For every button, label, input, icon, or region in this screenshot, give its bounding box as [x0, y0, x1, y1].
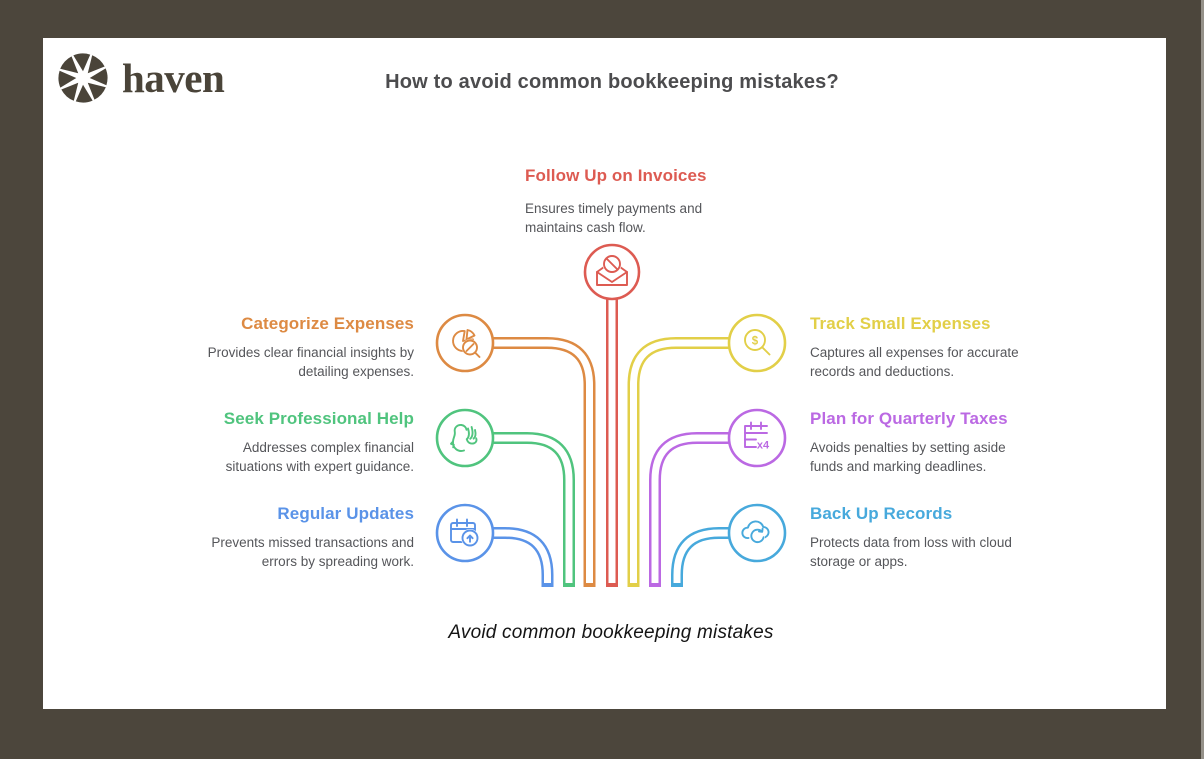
tube-regular-updates: [491, 527, 554, 587]
brand-name: haven: [122, 55, 225, 101]
tube-seek-professional-help: [491, 432, 575, 587]
tube-categorize-expenses: [491, 337, 596, 587]
node-title: Seek Professional Help: [223, 409, 414, 428]
diagram-caption: Avoid common bookkeeping mistakes: [448, 622, 774, 643]
node-description: Captures all expenses for accurate recor…: [810, 345, 1019, 379]
tube-track-small-expenses: [627, 337, 731, 587]
blocked-envelope-icon: [596, 254, 628, 286]
node-description: Provides clear financial insights by det…: [207, 345, 414, 379]
node-plan-quarterly-taxes: Plan for Quarterly Taxes Avoids penaltie…: [810, 409, 1062, 476]
dollar-magnifier-icon: $: [744, 329, 771, 356]
node-categorize-expenses: Categorize Expenses Provides clear finan…: [173, 314, 414, 381]
circle-back-up-records: [727, 503, 787, 563]
node-description: Prevents missed transactions and errors …: [211, 535, 414, 569]
cloud-sync-icon: [741, 520, 770, 545]
svg-text:$: $: [752, 336, 759, 348]
circle-categorize-expenses: [435, 313, 495, 373]
infographic-card: haven How to avoid common bookkeeping mi…: [43, 38, 1166, 709]
node-title: Categorize Expenses: [241, 314, 414, 333]
node-description: Protects data from loss with cloud stora…: [810, 535, 1012, 569]
node-description: Avoids penalties by setting aside funds …: [810, 440, 1006, 474]
calendar-upload-icon: [450, 518, 479, 547]
node-track-small-expenses: Track Small Expenses Captures all expens…: [810, 314, 1062, 381]
svg-text:x4: x4: [757, 440, 770, 452]
node-regular-updates: Regular Updates Prevents missed transact…: [173, 504, 414, 571]
circle-regular-updates: [435, 503, 495, 563]
circle-track-small-expenses: [727, 313, 787, 373]
brand-logo: haven: [57, 52, 225, 104]
circle-plan-quarterly-taxes: [727, 408, 787, 468]
tube-plan-quarterly-taxes: [649, 432, 731, 587]
node-description: Addresses complex financial situations w…: [225, 440, 414, 474]
node-title: Regular Updates: [277, 504, 414, 523]
head-and-hand-icon: [450, 424, 478, 452]
node-title: Plan for Quarterly Taxes: [810, 409, 1008, 428]
calendar-x4-icon: x4: [744, 421, 770, 452]
window-edge: [1201, 0, 1204, 759]
node-back-up-records: Back Up Records Protects data from loss …: [810, 504, 1062, 571]
pie-chart-magnifier-icon: [452, 329, 481, 358]
node-title: Back Up Records: [810, 504, 953, 523]
tube-back-up-records: [671, 527, 731, 587]
page-title: How to avoid common bookkeeping mistakes…: [385, 71, 839, 93]
circle-follow-up-invoices: [583, 243, 641, 301]
node-title: Follow Up on Invoices: [525, 166, 707, 185]
circle-seek-professional-help: [435, 408, 495, 468]
node-title: Track Small Expenses: [810, 314, 991, 333]
node-follow-up-invoices: Follow Up on Invoices Ensures timely pay…: [525, 166, 735, 237]
haven-pinwheel-icon: [58, 53, 108, 103]
node-seek-professional-help: Seek Professional Help Addresses complex…: [173, 409, 414, 476]
node-description: Ensures timely payments and maintains ca…: [525, 201, 703, 235]
